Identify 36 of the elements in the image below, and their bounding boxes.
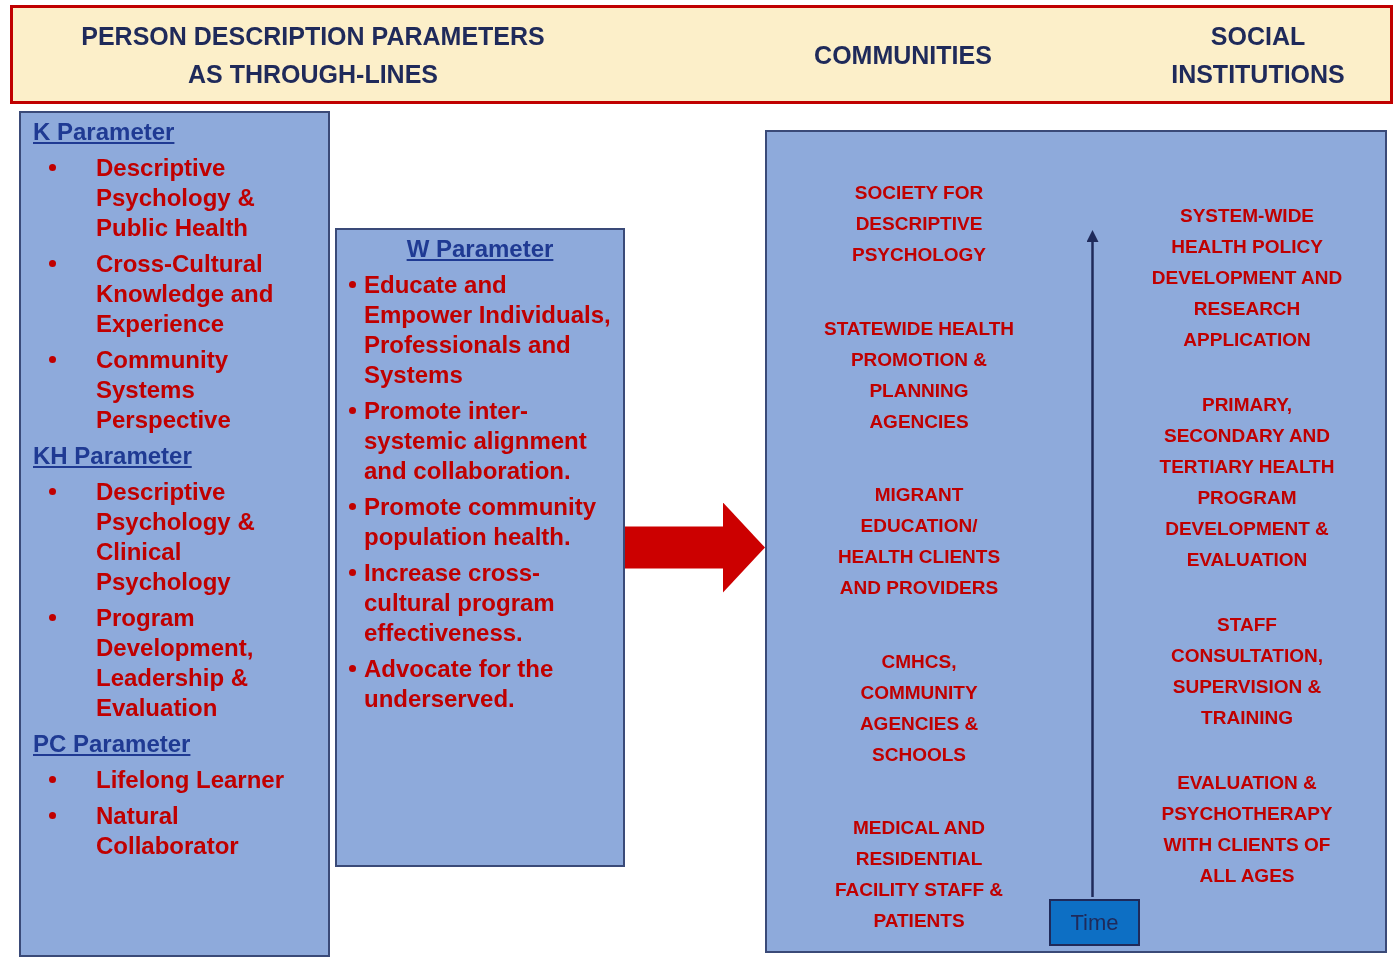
parameter-panel — [335, 228, 625, 867]
column-heading: SOCIAL INSTITUTIONS — [1170, 20, 1346, 90]
bullet-text: Educate and Empower Individuals, Professionals and Systems — [364, 270, 611, 390]
bullet-text: Promote inter-systemic alignment and collaboration. — [364, 396, 588, 486]
institution-text: STAFF CONSULTATION, SUPERVISION & TRAINING — [1170, 613, 1324, 730]
community-text: CMHCS, COMMUNITY AGENCIES & SCHOOLS — [858, 649, 980, 767]
bullet-text: Community Systems Perspective — [96, 345, 232, 435]
bullet-text: Natural Collaborator — [96, 801, 240, 861]
parameter-panel — [19, 111, 330, 957]
community-text: SOCIETY FOR DESCRIPTIVE PSYCHOLOGY — [850, 181, 988, 267]
parameter-heading: K Parameter — [33, 117, 176, 147]
parameter-heading: W Parameter — [405, 234, 555, 264]
parameter-heading: PC Parameter — [33, 729, 192, 759]
column-heading: PERSON DESCRIPTION PARAMETERS AS THROUGH-LINES — [80, 20, 546, 90]
block-arrow — [625, 502, 765, 593]
arrow — [1086, 230, 1099, 897]
bullet-text: Cross-Cultural Knowledge and Experience — [96, 249, 275, 339]
time-label: Time — [1070, 909, 1119, 937]
community-text: MIGRANT EDUCATION/ HEALTH CLIENTS AND PROVIDERS — [836, 483, 1002, 600]
community-text: MEDICAL AND RESIDENTIAL FACILITY STAFF & PATIENTS — [833, 816, 1005, 933]
bullet-text: Increase cross-cultural program effectiveness. — [364, 558, 556, 648]
bullet-text: Descriptive Psychology & Public Health — [96, 153, 256, 243]
community-text: STATEWIDE HEALTH PROMOTION & PLANNING AGENCIES — [824, 316, 1014, 434]
institution-text: PRIMARY, SECONDARY AND TERTIARY HEALTH PROGRAM DEVELOPMENT & EVALUATION — [1158, 393, 1336, 572]
column-heading: COMMUNITIES — [814, 39, 992, 71]
institution-text: SYSTEM-WIDE HEALTH POLICY DEVELOPMENT AND RESEARCH APPLICATION — [1150, 204, 1344, 352]
bullet-text: Advocate for the underserved. — [364, 654, 555, 714]
bullet-text: Lifelong Learner — [96, 765, 285, 795]
bullet-text: Descriptive Psychology & Clinical Psychology — [96, 477, 256, 597]
institution-text: EVALUATION & PSYCHOTHERAPY WITH CLIENTS OF ALL AGES — [1160, 771, 1334, 888]
bullet-text: Promote community population health. — [364, 492, 598, 552]
parameter-heading: KH Parameter — [33, 441, 193, 471]
header-band — [10, 5, 1393, 104]
institutions-panel — [765, 130, 1387, 953]
time-box — [1049, 899, 1140, 946]
bullet-text: Program Development, Leadership & Evaluation — [96, 603, 255, 723]
